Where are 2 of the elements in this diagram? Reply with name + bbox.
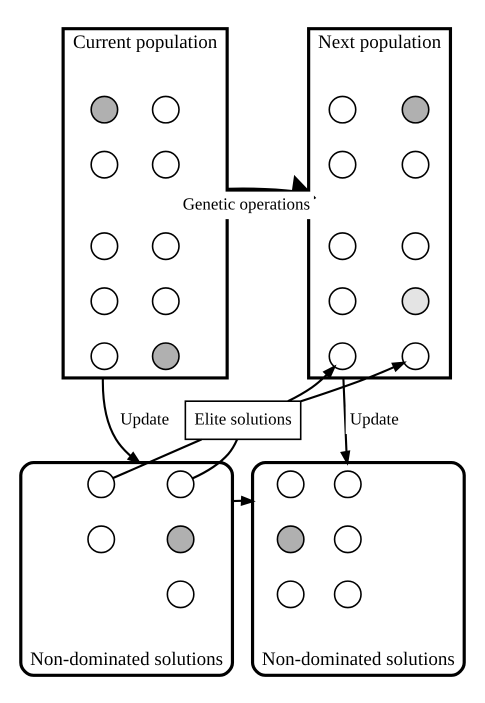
edge-label: Update [120,408,170,428]
edge-label: Update [350,408,399,428]
